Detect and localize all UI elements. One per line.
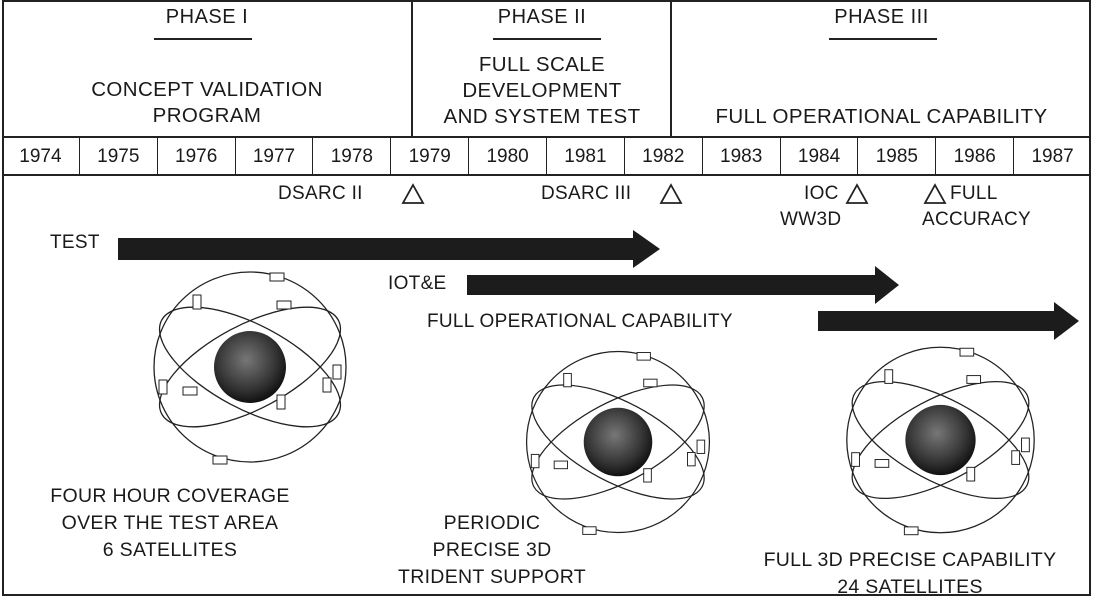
milestone-full-accuracy-sublabel: ACCURACY <box>922 209 1032 230</box>
year-cell: 1987 <box>1031 146 1074 167</box>
phase-1-title: PHASE I <box>165 6 249 28</box>
foc-arrow-icon <box>818 302 1079 340</box>
milestone-dsarc-iii-label: DSARC III <box>541 183 632 204</box>
satellite-constellation-6-icon <box>153 271 347 465</box>
year-cell: 1977 <box>236 137 314 174</box>
phase-1-underline <box>154 38 252 40</box>
year-cell: 1984 <box>781 137 859 174</box>
phase-2-header: PHASE II FULL SCALE DEVELOPMENT AND SYST… <box>413 0 671 137</box>
triangle-marker-icon <box>401 183 425 204</box>
phase-2-title: PHASE II <box>497 6 587 28</box>
year-cell: 1978 <box>313 137 392 174</box>
milestone-ioc-label: IOC <box>804 183 839 204</box>
triangle-marker-icon <box>659 183 683 204</box>
timeline-divider <box>2 174 1091 176</box>
phase-2-description: FULL SCALE DEVELOPMENT AND SYSTEM TEST <box>443 53 641 128</box>
phase-3-title: PHASE III <box>834 6 929 28</box>
year-cell: 1974 <box>2 137 80 174</box>
iote-arrow-label: IOT&E <box>388 273 447 294</box>
foc-arrow-label: FULL OPERATIONAL CAPABILITY <box>427 311 733 332</box>
phase-3-description: FULL OPERATIONAL CAPABILITY <box>715 105 1048 128</box>
satellite-constellation-24-icon <box>846 346 1035 536</box>
year-cell: 1982 <box>625 137 703 174</box>
milestone-dsarc-ii-label: DSARC II <box>278 183 363 204</box>
milestone-full-accuracy-label: FULL <box>950 183 998 204</box>
test-arrow-icon <box>118 230 660 268</box>
triangle-marker-icon <box>845 183 869 204</box>
phase-1-header: PHASE I CONCEPT VALIDATION PROGRAM <box>2 0 412 137</box>
phase-divider <box>411 0 413 137</box>
phase-3-underline <box>829 38 937 40</box>
iote-arrow-icon <box>467 266 899 304</box>
caption-phase-1: FOUR HOUR COVERAGE OVER THE TEST AREA 6 … <box>50 485 290 561</box>
caption-phase-3: FULL 3D PRECISE CAPABILITY 24 SATELLITES <box>763 549 1057 598</box>
satellite-constellation-periodic-icon <box>525 350 711 535</box>
year-timeline: 1974 1975 1976 1977 1978 1979 1980 1981 … <box>2 137 1091 174</box>
year-cell: 1979 <box>391 137 470 174</box>
test-arrow-label: TEST <box>50 232 100 253</box>
phase-2-underline <box>493 38 601 40</box>
year-cell: 1985 <box>858 137 937 174</box>
triangle-marker-icon <box>923 183 947 204</box>
year-cell: 1986 <box>936 137 1015 174</box>
year-cell: 1981 <box>547 137 625 174</box>
year-cell: 1983 <box>703 137 781 174</box>
caption-phase-2: PERIODIC PRECISE 3D TRIDENT SUPPORT <box>398 512 586 588</box>
phase-divider <box>670 0 672 137</box>
milestone-ioc-sublabel: WW3D <box>780 209 842 230</box>
phase-3-header: PHASE III FULL OPERATIONAL CAPABILITY <box>672 0 1091 137</box>
year-cell: 1980 <box>469 137 548 174</box>
phase-1-description: CONCEPT VALIDATION PROGRAM <box>91 78 323 127</box>
year-cell: 1975 <box>80 137 158 174</box>
year-cell: 1976 <box>158 137 236 174</box>
